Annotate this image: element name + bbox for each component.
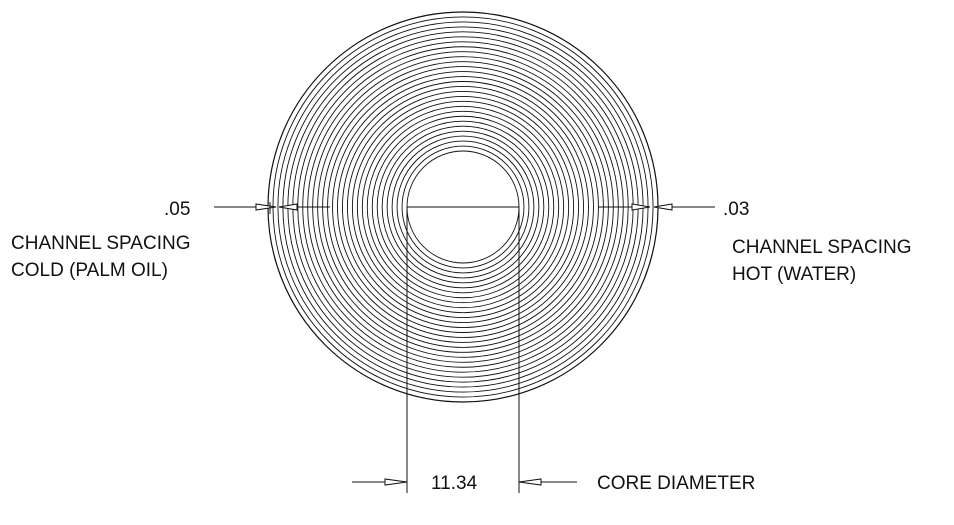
hot-spacing-label-line2: HOT (WATER): [732, 264, 856, 285]
spiral-ring: [386, 130, 540, 284]
spiral-ring: [351, 95, 575, 319]
hot-spacing-label-line1: CHANNEL SPACING: [732, 237, 911, 258]
core-diameter-value: 11.34: [431, 473, 478, 494]
spiral-ring: [366, 110, 560, 304]
core-dimension-arrow-right: [518, 478, 542, 486]
spiral-ring: [401, 145, 525, 269]
hot-dimension-arrow-inner: [631, 203, 651, 211]
spiral-ring: [376, 120, 550, 294]
core-dimension-arrow-left: [384, 478, 408, 486]
cold-spacing-label-line1: CHANNEL SPACING: [11, 233, 190, 254]
hot-dimension-arrow-outer: [653, 203, 673, 211]
spiral-ring: [337, 81, 589, 333]
spiral-ring: [346, 90, 580, 324]
spiral-ring: [396, 140, 530, 274]
spiral-ring: [342, 86, 584, 328]
spiral-ring: [332, 76, 594, 338]
core-diameter-label: CORE DIAMETER: [597, 473, 755, 494]
cold-dimension-arrow-outer: [255, 203, 277, 211]
cold-spacing-label-line2: COLD (PALM OIL): [11, 260, 168, 281]
cold-spacing-value: .05: [164, 199, 190, 220]
spiral-ring: [356, 100, 570, 314]
hot-spacing-value: .03: [723, 199, 749, 220]
spiral-ring: [361, 105, 565, 309]
spiral-ring: [371, 115, 555, 299]
spiral-ring: [381, 125, 545, 289]
spiral-ring: [391, 135, 535, 279]
